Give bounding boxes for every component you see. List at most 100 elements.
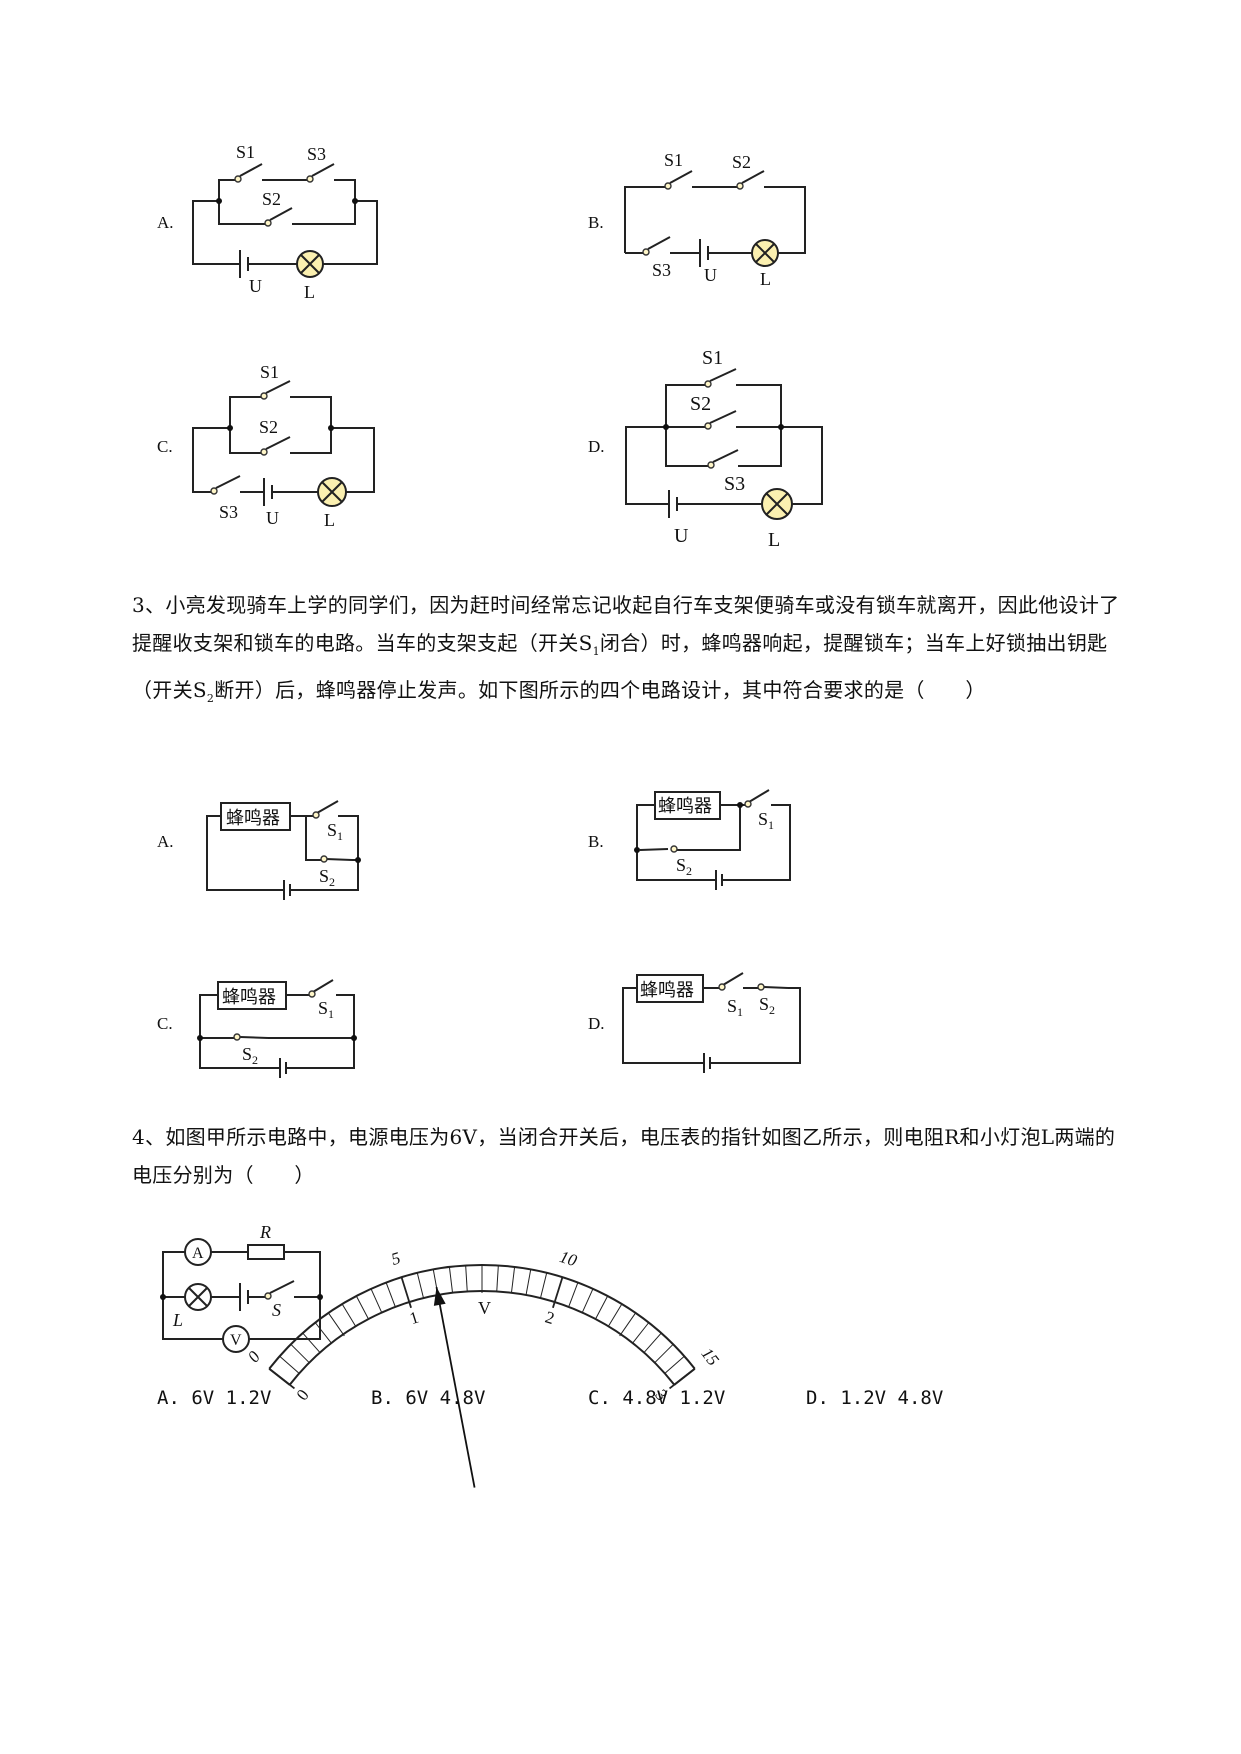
q3-number: 3、 — [132, 593, 166, 617]
meter-tick — [607, 1303, 623, 1327]
q2-c-s1: S1 — [260, 362, 279, 382]
q3-option-c-letter: C. — [157, 1014, 173, 1033]
meter-tick — [328, 1312, 345, 1337]
meter-tick — [664, 1355, 685, 1374]
q2-a-s2: S2 — [262, 189, 281, 209]
meter-tick — [314, 1322, 332, 1344]
q4-answer-b[interactable]: B. 6V 4.8V — [371, 1387, 486, 1409]
meter-upper-label: 15 — [697, 1344, 722, 1369]
q2-b-s3: S3 — [652, 260, 671, 280]
meter-tick — [510, 1266, 516, 1293]
q4-switch-label: S — [272, 1300, 281, 1320]
meter-tick — [595, 1295, 609, 1320]
meter-tick — [400, 1276, 412, 1309]
meter-upper-label: 5 — [389, 1248, 403, 1269]
q3-option-d-letter: D. — [588, 1014, 605, 1033]
q4-voltmeter-label: V — [230, 1332, 242, 1349]
meter-tick — [643, 1332, 662, 1353]
q2-d-s2: S2 — [690, 393, 711, 415]
meter-tick — [654, 1343, 674, 1364]
meter-tick — [385, 1282, 396, 1308]
meter-needle-head — [433, 1287, 446, 1306]
meter-arc — [268, 1263, 696, 1370]
meter-tick — [619, 1312, 636, 1337]
q2-b-u: U — [704, 265, 717, 285]
q2-a-l: L — [304, 282, 315, 302]
meter-tick — [525, 1269, 532, 1296]
q3-text-part2: 闭合）时，蜂鸣器响起，提醒锁车；当车上好锁抽出钥匙（开关S — [132, 631, 1108, 702]
q3-text-part3: 断开）后，蜂鸣器停止发声。如下图所示的四个电路设计，其中符合要求的是（ ） — [214, 678, 986, 702]
meter-upper-label: 10 — [557, 1247, 579, 1270]
q3-c-buzzer: 蜂鸣器 — [222, 987, 276, 1008]
q3-sub1: 1 — [592, 645, 600, 658]
q4-resistor-label: R — [259, 1222, 271, 1242]
q4-meter-unit: V — [478, 1298, 491, 1318]
meter-upper-label: 0 — [244, 1347, 265, 1366]
q2-option-a-letter: A. — [157, 213, 174, 232]
q4-answer-a[interactable]: A. 6V 1.2V — [157, 1387, 272, 1409]
meter-tick — [416, 1272, 425, 1299]
q4-lamp-label: L — [172, 1310, 183, 1330]
q4-answer-d[interactable]: D. 1.2V 4.8V — [806, 1387, 944, 1409]
q3-sub2: 2 — [206, 692, 215, 705]
meter-lower-label: 2 — [543, 1307, 557, 1328]
q2-a-u: U — [249, 276, 262, 296]
q2-option-c-letter: C. — [157, 437, 173, 456]
q4-answer-c[interactable]: C. 4.8V 1.2V — [588, 1387, 726, 1409]
q2-c-s3: S3 — [219, 502, 238, 522]
meter-tick — [341, 1303, 357, 1327]
q4-number: 4、 — [132, 1125, 166, 1149]
q3-option-a-letter: A. — [157, 832, 174, 851]
meter-tick — [290, 1343, 310, 1364]
meter-tick — [370, 1288, 383, 1313]
q2-c-u: U — [266, 508, 279, 528]
meter-tick — [552, 1276, 564, 1309]
q2-option-d-letter: D. — [588, 437, 605, 456]
q2-a-s3: S3 — [307, 144, 326, 164]
q2-d-l: L — [768, 529, 780, 551]
q4-text: 如图甲所示电路中，电源电压为6V，当闭合开关后，电压表的指针如图乙所示，则电阻R… — [132, 1125, 1116, 1187]
meter-lower-label: 1 — [407, 1307, 421, 1328]
q4-ammeter-label: A — [192, 1245, 204, 1262]
meter-tick — [496, 1265, 499, 1292]
q2-b-s1: S1 — [664, 150, 683, 170]
q3-option-b-letter: B. — [588, 832, 604, 851]
q2-b-l: L — [760, 269, 771, 289]
meter-tick — [448, 1266, 454, 1293]
meter-tick — [581, 1288, 594, 1313]
meter-tick — [279, 1355, 300, 1374]
q2-d-s3: S3 — [724, 473, 745, 495]
meter-tick — [355, 1295, 369, 1320]
meter-tick — [302, 1332, 321, 1353]
q4-question-text: 4、如图甲所示电路中，电源电压为6V，当闭合开关后，电压表的指针如图乙所示，则电… — [132, 1118, 1132, 1194]
q2-option-b-letter: B. — [588, 213, 604, 232]
meter-tick — [539, 1272, 548, 1299]
q3-a-buzzer: 蜂鸣器 — [226, 808, 280, 829]
q2-c-l: L — [324, 510, 335, 530]
meter-needle — [435, 1286, 476, 1488]
meter-tick — [668, 1368, 696, 1390]
q2-a-s1: S1 — [236, 142, 255, 162]
q3-text-part1: 小亮发现骑车上学的同学们，因为赶时间经常忘记收起自行车支架便骑车或没有锁车就离开… — [132, 593, 1120, 655]
q2-d-u: U — [674, 525, 689, 547]
meter-tick — [465, 1265, 468, 1292]
q3-question-text: 3、小亮发现骑车上学的同学们，因为赶时间经常忘记收起自行车支架便骑车或没有锁车就… — [132, 586, 1132, 718]
q3-d-buzzer: 蜂鸣器 — [640, 980, 694, 1001]
meter-tick — [632, 1322, 650, 1344]
meter-lower-label: 0 — [293, 1386, 313, 1404]
q3-b-buzzer: 蜂鸣器 — [658, 796, 712, 817]
q2-c-s2: S2 — [259, 417, 278, 437]
meter-tick — [568, 1282, 579, 1308]
meter-tick — [268, 1368, 296, 1390]
q2-b-s2: S2 — [732, 152, 751, 172]
